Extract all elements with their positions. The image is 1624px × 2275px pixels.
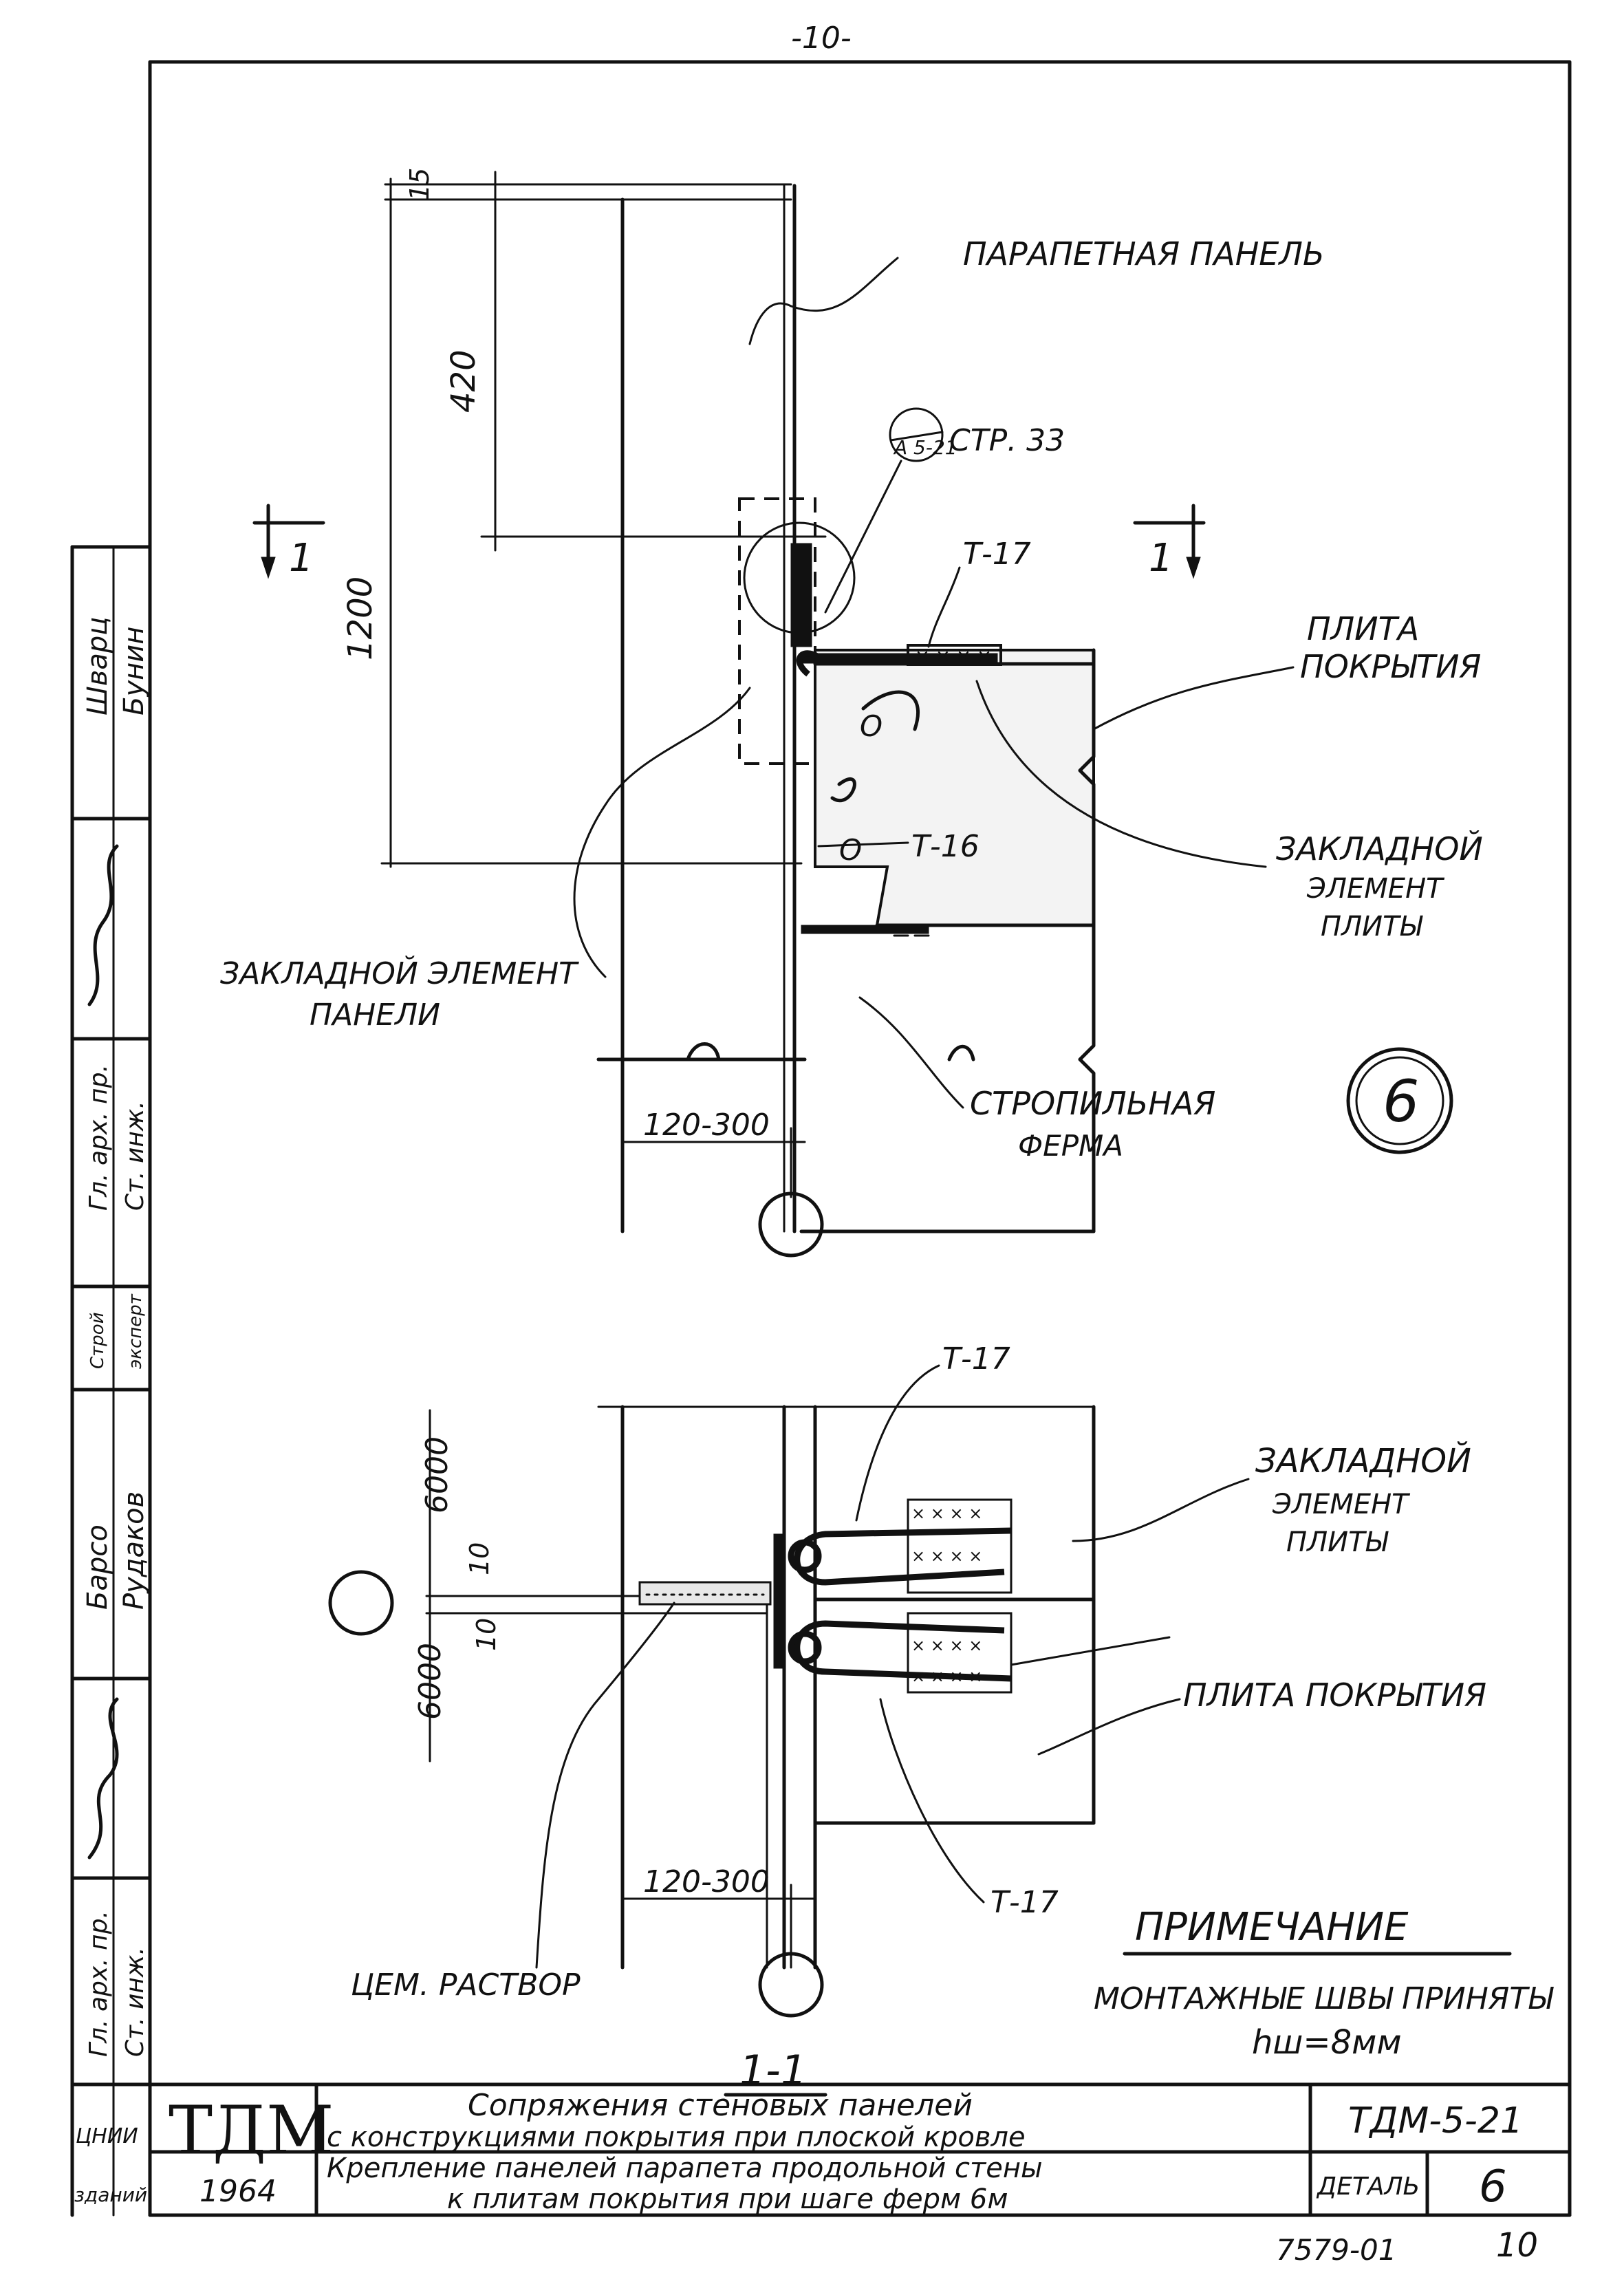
axis-circle-bottom [758,1952,824,2018]
sheet-id: 7579-01 [1276,2233,1397,2267]
svg-text:О: О [839,833,862,867]
section-mark-right: 1 [1149,536,1173,581]
section-title: 1-1 [739,2047,807,2095]
callout-ref: А 5-21 [893,436,957,459]
drawing-frame [148,60,1572,2217]
stamp-name-5: эксперт [125,1293,146,1369]
dim-10-top: 10 [464,1542,495,1575]
detail-circle [1346,1047,1453,1154]
stamp-role-8: Гл. арх. пр. [85,1910,113,2057]
stamp-role-9: Ст. инж. [121,1947,149,2057]
stamp-role-3: Гл. арх. пр. [85,1064,113,1211]
label-t17-upper: Т-17 [942,1341,1010,1377]
label-rafter-truss-2: ФЕРМА [1018,1129,1123,1163]
title-block: ТДМ 1964 Сопряжения стеновых панелей с к… [148,2082,1572,2217]
note-line-1: МОНТАЖНЫЕ ШВЫ ПРИНЯТЫ [1094,1981,1554,2016]
dim-gap-top: 120-300 [643,1108,770,1143]
signature-1 [87,844,119,1006]
loop-bar-top [794,1527,1012,1586]
stamp-role-5: Строй [87,1312,108,1369]
page-number: -10- [791,21,852,56]
stamp-name-6: Барсо [82,1524,113,1610]
cement-mortar-strip [638,1581,772,1606]
label-cement-mortar: ЦЕМ. РАСТВОР [351,1967,581,2003]
dim-15: 15 [404,168,435,201]
dim-6000-top: 6000 [420,1436,455,1513]
label-embedded-panel-element-1: ЗАКЛАДНОЙ ЭЛЕМЕНТ [220,955,579,991]
upper-section: 15 420 1200 А 5-21 СТР. 33 О О [220,168,1483,1258]
label-parapet-panel: ПАРАПЕТНАЯ ПАНЕЛЬ [963,235,1325,272]
svg-text:× × × ×: × × × × [911,1636,982,1655]
note-heading: ПРИМЕЧАНИЕ [1135,1905,1409,1950]
svg-text:ЭЛЕМЕНТ: ЭЛЕМЕНТ [1272,1489,1411,1520]
label-roof-slab-lower: ПЛИТА ПОКРЫТИЯ [1183,1676,1486,1714]
stamp-name-7: Рудаков [118,1491,150,1610]
detail-circle-number: 6 [1383,1068,1419,1135]
note-line-2: hш=8мм [1252,2023,1402,2062]
svg-text:ЭЛЕМЕНТ: ЭЛЕМЕНТ [1306,873,1445,905]
label-roof-slab-2: ПОКРЫТИЯ [1300,648,1481,685]
callout-page: СТР. 33 [949,423,1065,458]
side-stamp: Шварц Бунин Гл. арх. пр. Ст. инж. Строй … [70,545,152,2217]
svg-text:× × × ×: × × × × [915,646,992,667]
dim-1200: 1200 [341,576,380,660]
label-roof-slab-1: ПЛИТА [1307,610,1419,647]
title-line-1: Сопряжения стеновых панелей [468,2088,973,2123]
sheet-number: 10 [1496,2226,1538,2265]
section-mark-left: 1 [289,536,314,581]
svg-text:× × × ×: × × × × [911,1504,982,1523]
label-t17-lower: Т-17 [990,1885,1059,1920]
detail-label: ДЕТАЛЬ [1316,2172,1420,2201]
label-embedded-slab-element-lower: ЗАКЛАДНОЙ [1255,1441,1471,1480]
label-rafter-truss-1: СТРОПИЛЬНАЯ [970,1085,1215,1122]
svg-text:ПЛИТЫ: ПЛИТЫ [1321,911,1424,942]
label-embedded-slab-element: ЗАКЛАДНОЙ [1276,830,1483,867]
svg-text:О: О [860,709,883,743]
lower-section: × × × × × × × × × × × × × × × × 6000 600… [328,1341,1554,2097]
label-t16: Т-16 [911,829,979,864]
label-t17-top: Т-17 [963,537,1031,572]
svg-text:× × × ×: × × × × [911,1546,982,1566]
stamp-name-2: Бунин [118,627,150,715]
axis-circle-left [328,1570,394,1636]
loop-bar-bottom [794,1620,1012,1682]
signature-2 [87,1697,119,1859]
svg-text:ПЛИТЫ: ПЛИТЫ [1286,1527,1389,1558]
dim-10-bottom: 10 [471,1618,501,1651]
stamp-name-1: Шварц [82,617,113,715]
axis-circle-top [758,1192,824,1258]
weld-seam-t17 [907,644,1002,666]
dim-gap-bottom: 120-300 [643,1864,770,1899]
detail-number: 6 [1479,2161,1507,2212]
dim-6000-bottom: 6000 [413,1643,448,1720]
title-year: 1964 [199,2174,277,2209]
title-line-2: с конструкциями покрытия при плоской кро… [327,2122,1026,2153]
title-logo: ТДМ [169,2092,334,2169]
dim-420: 420 [444,349,483,413]
stamp-org-2: зданий [74,2184,147,2206]
subtitle-line-1: Крепление панелей парапета продольной ст… [327,2153,1043,2184]
stamp-org-1: ЦНИИ [76,2124,138,2148]
stamp-role-4: Ст. инж. [121,1101,149,1211]
subtitle-line-2: к плитам покрытия при шаге ферм 6м [447,2184,1008,2215]
doc-code: ТДМ-5-21 [1348,2100,1523,2142]
label-embedded-panel-element-2: ПАНЕЛИ [310,998,440,1033]
svg-text:× × × ×: × × × × [911,1667,982,1686]
